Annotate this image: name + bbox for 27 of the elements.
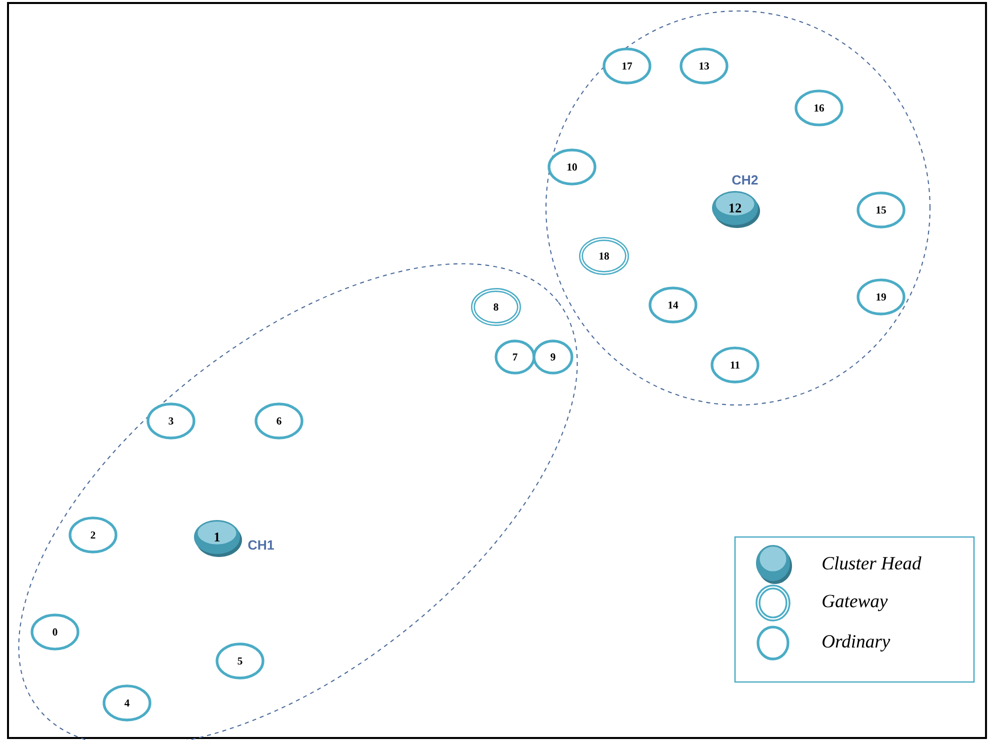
ordinary-node: 13: [680, 48, 728, 84]
ordinary-node: 3: [146, 402, 196, 440]
cluster-head-label: CH2: [732, 175, 758, 185]
ordinary-node: 9: [532, 340, 574, 374]
cluster-head-node: 12: [712, 190, 760, 228]
legend-label: Ordinary: [822, 634, 890, 652]
ordinary-node: 17: [602, 48, 652, 84]
ordinary-node: 0: [30, 614, 80, 650]
ordinary-node: 4: [102, 684, 152, 722]
gateway-node: 8: [471, 288, 521, 326]
ordinary-node: 10: [548, 148, 596, 186]
ordinary-node: 5: [216, 642, 264, 680]
legend-label: Gateway: [822, 594, 888, 612]
ordinary-node: 2: [68, 516, 118, 554]
ordinary-node: 14: [648, 286, 698, 324]
cluster-boundary: [545, 10, 931, 406]
ordinary-node: 15: [856, 192, 906, 228]
ordinary-node: 6: [254, 402, 304, 440]
cluster-head-node: 1: [194, 520, 242, 557]
ordinary-node: 16: [794, 90, 844, 126]
ordinary-node: 7: [494, 340, 536, 374]
gateway-node: 18: [579, 236, 629, 275]
cluster-boundary: [18, 263, 578, 740]
cluster-head-label: CH1: [248, 540, 274, 550]
legend-label: Cluster Head: [822, 556, 922, 570]
ordinary-node: 19: [856, 278, 906, 316]
ordinary-node: 11: [710, 346, 760, 384]
